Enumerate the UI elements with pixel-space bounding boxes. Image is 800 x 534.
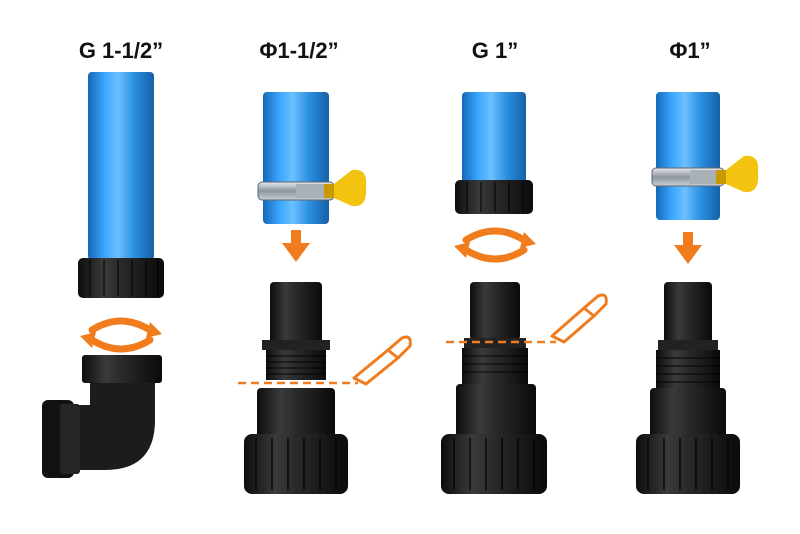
butterfly-key xyxy=(324,169,367,207)
elbow-fitting xyxy=(42,355,162,478)
rotate-arrows-icon xyxy=(88,317,154,353)
blue-pipe xyxy=(656,92,720,220)
knife-icon xyxy=(352,335,412,386)
stepped-hose-adapter xyxy=(244,282,348,494)
stepped-hose-adapter xyxy=(636,282,740,494)
rotate-arrows-icon xyxy=(462,227,528,263)
column-g-1 xyxy=(441,92,608,494)
label-phi-1-1-2: Φ1-1/2” xyxy=(259,38,339,63)
threaded-nut xyxy=(78,258,164,298)
down-arrow-icon xyxy=(282,230,310,262)
blue-pipe xyxy=(88,72,154,260)
blue-pipe xyxy=(263,92,329,224)
down-arrow-icon xyxy=(674,232,702,264)
column-phi-1-1-2 xyxy=(238,92,412,494)
blue-pipe xyxy=(462,92,526,184)
stepped-hose-adapter xyxy=(441,282,547,494)
label-phi-1: Φ1” xyxy=(669,38,711,63)
butterfly-key xyxy=(716,155,759,193)
label-g-1-1-2: G 1-1/2” xyxy=(78,38,164,63)
label-g-1: G 1” xyxy=(471,38,519,63)
column-g-1-1-2 xyxy=(42,72,164,478)
column-phi-1 xyxy=(636,92,759,494)
knife-icon xyxy=(550,293,608,344)
